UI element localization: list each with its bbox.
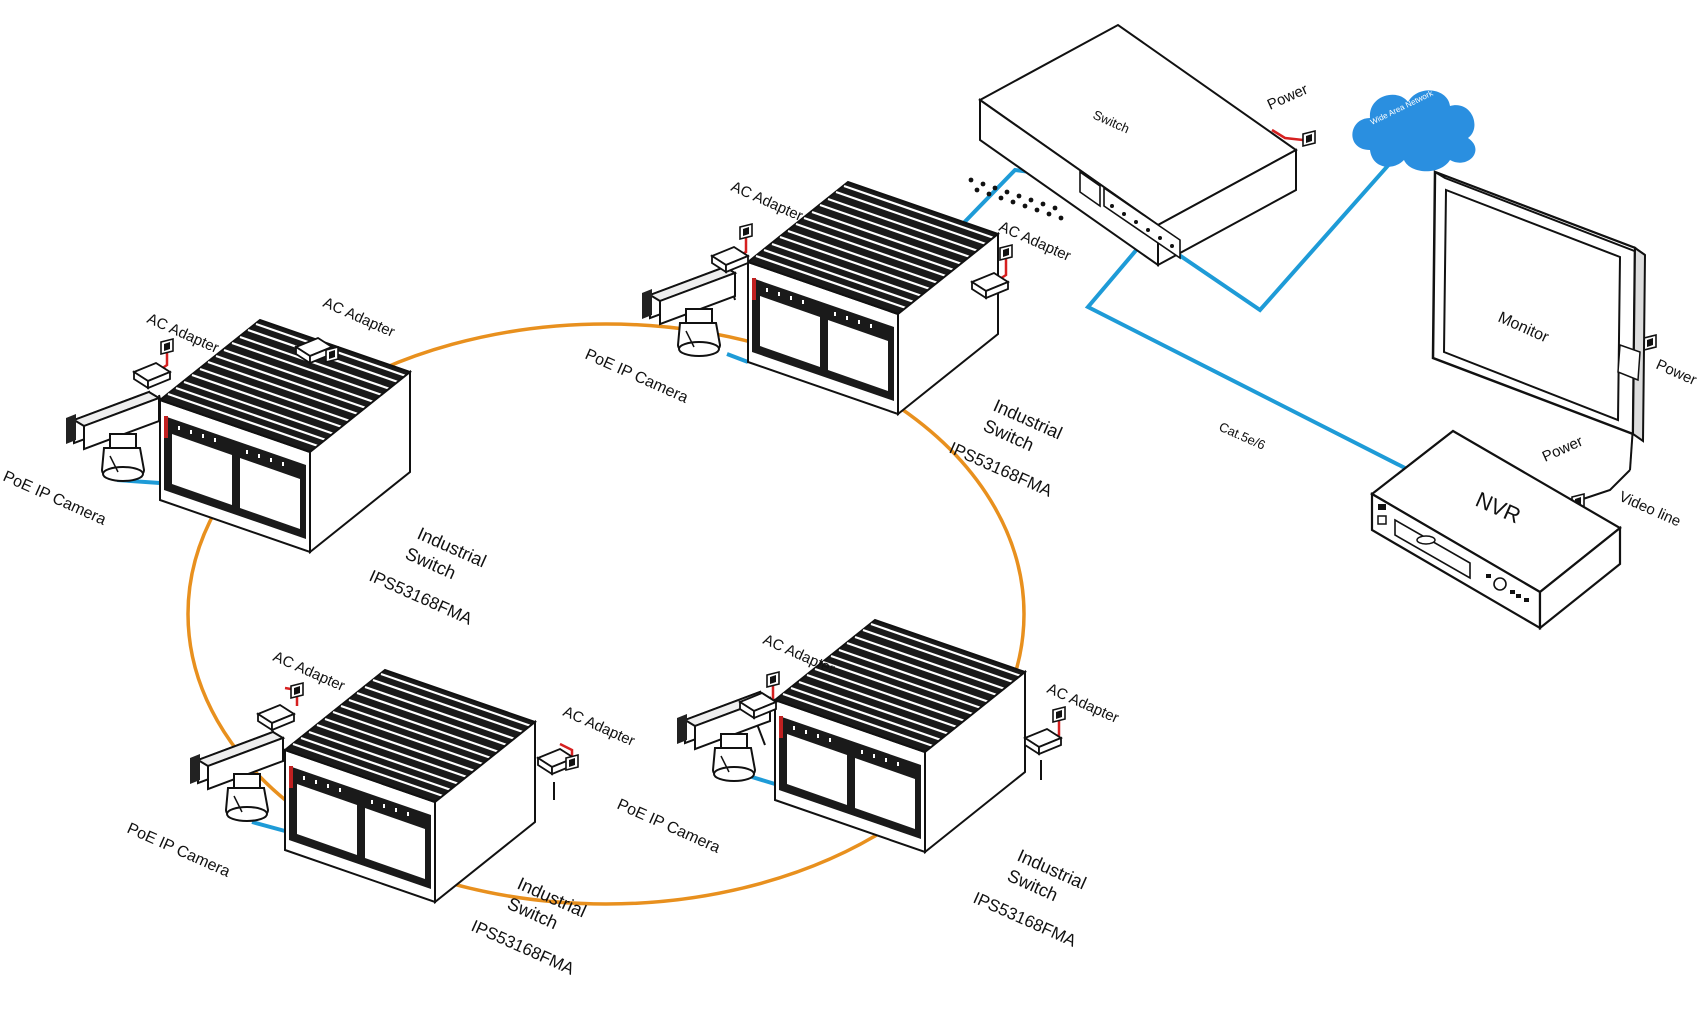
wall-socket-icon [290, 682, 304, 699]
poe-camera-label: PoE IP Camera [124, 820, 232, 881]
power-label: Power [1653, 356, 1697, 389]
status-led-dots [968, 177, 1064, 221]
monitor-icon [1431, 170, 1647, 443]
industrial-switch-bottom-left [283, 668, 537, 904]
ac-adapter-label: AC Adapter [728, 178, 805, 225]
core-switch [968, 23, 1298, 267]
ac-adapter-label: AC Adapter [270, 648, 347, 695]
cable-label: Cat.5e/6 [1217, 419, 1268, 453]
ac-adapter-label: AC Adapter [144, 310, 221, 357]
ac-adapter-icon [257, 704, 295, 731]
fiber-ring [186, 322, 1026, 906]
wall-socket-icon [325, 346, 339, 363]
nvr-icon [1370, 429, 1622, 631]
wall-socket-icon [565, 754, 579, 771]
wall-socket-icon [1643, 334, 1657, 351]
model-label: IPS53168FMA [468, 916, 577, 979]
model-label: IPS53168FMA [366, 566, 475, 629]
wall-socket-icon [160, 338, 174, 355]
ptz-camera-icon [641, 266, 736, 357]
power-label: Power [1265, 81, 1311, 114]
ac-adapter-label: AC Adapter [760, 631, 837, 678]
industrial-switch-top-left [158, 318, 412, 554]
power-label: Power [1540, 433, 1586, 466]
ac-adapter-label: AC Adapter [320, 294, 397, 341]
wall-socket-icon [999, 244, 1013, 261]
wall-socket-icon [739, 223, 753, 240]
ptz-camera-icon [189, 731, 284, 822]
model-label: IPS53168FMA [970, 888, 1079, 951]
ac-adapter-icon [1024, 728, 1062, 755]
wall-socket-icon [1052, 706, 1066, 723]
ac-adapter-label: AC Adapter [560, 703, 637, 750]
poe-camera-label: PoE IP Camera [0, 468, 108, 529]
wall-socket-icon [766, 671, 780, 688]
cloud-icon [1352, 90, 1476, 172]
ptz-camera-icon [65, 391, 160, 482]
poe-camera-label: PoE IP Camera [614, 796, 722, 857]
poe-camera-label: PoE IP Camera [582, 346, 690, 407]
wall-socket-icon [1302, 130, 1316, 147]
model-label: IPS53168FMA [946, 438, 1055, 501]
ac-adapter-icon [711, 246, 749, 273]
video-line-label: Video line [1616, 488, 1683, 530]
